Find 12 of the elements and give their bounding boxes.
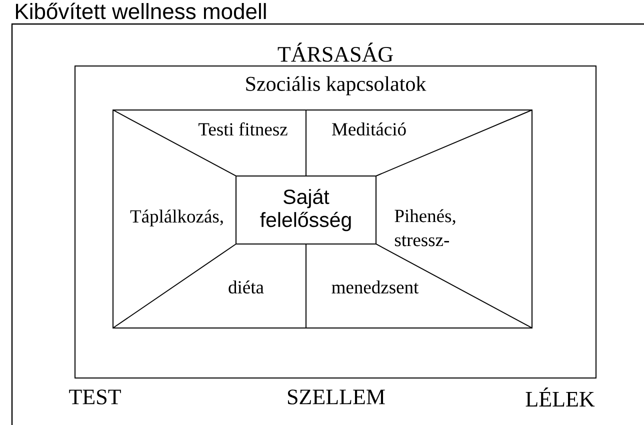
segment-label: Testi fitnesz	[198, 122, 288, 136]
segment-label: menedzsent	[332, 280, 419, 294]
axis-label: SZELLEM	[288, 390, 385, 404]
segment-label: Pihenés, stressz-	[394, 209, 456, 246]
axis-label: TEST	[69, 390, 121, 404]
node-label: TÁRSASÁG	[278, 42, 393, 62]
centre-box: Saját felelősség	[236, 176, 376, 244]
inner-box	[112, 110, 532, 328]
title: Kibővített wellness modell	[16, 2, 266, 20]
segment-label: Meditáció	[332, 122, 406, 136]
axis-label: LÉLEK	[526, 388, 595, 406]
segment-label: diéta	[228, 280, 264, 294]
